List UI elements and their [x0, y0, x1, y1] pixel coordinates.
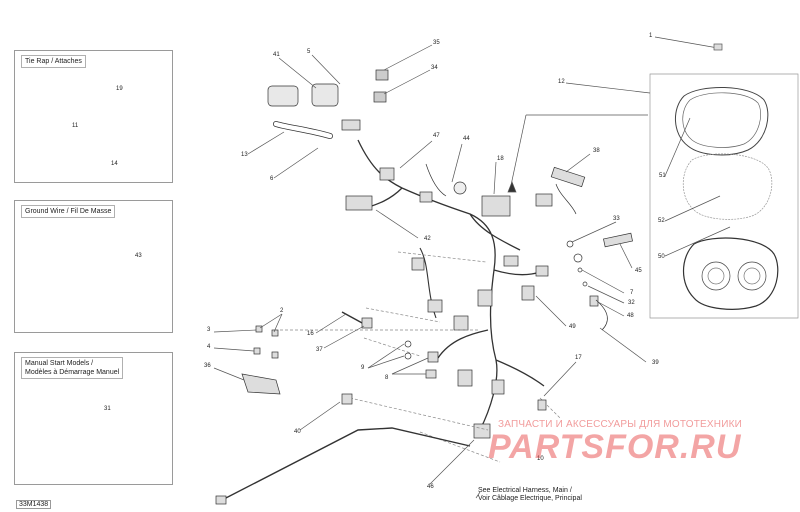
callout: 12 — [558, 79, 565, 85]
inset-title: Ground Wire / Fil De Masse — [21, 205, 116, 218]
inset-tie-rap: Tie Rap / Attaches — [14, 50, 173, 183]
inset-title-line1: Manual Start Models / — [25, 360, 94, 367]
inset-title: Tie Rap / Attaches — [21, 55, 86, 68]
drawing-code: 33M1438 — [16, 500, 52, 509]
callout: 11 — [72, 123, 79, 129]
gauge-panel-frame — [649, 73, 799, 319]
callout: 14 — [111, 161, 118, 167]
callout: 16 — [307, 331, 314, 337]
callout: 45 — [635, 268, 642, 274]
callout: 32 — [628, 300, 635, 306]
callout: 18 — [497, 156, 504, 162]
reference-line2: Voir Câblage Electrique, Principal — [478, 495, 582, 502]
callout: 44 — [463, 136, 470, 142]
rod-40 — [221, 427, 471, 501]
callout: 33 — [613, 216, 620, 222]
callout: 50 — [658, 254, 665, 260]
inset-title: Manual Start Models / Modèles à Démarrag… — [21, 357, 124, 379]
callout: 46 — [427, 484, 434, 490]
callout: 34 — [431, 65, 438, 71]
callout: 13 — [241, 152, 248, 158]
callout: 7 — [630, 290, 634, 296]
inset-manual-start: Manual Start Models / Modèles à Démarrag… — [14, 352, 173, 485]
callout: 31 — [104, 406, 111, 412]
callout: 49 — [569, 324, 576, 330]
watermark-logo: PARTSFOR.RU — [488, 428, 742, 466]
callout: 39 — [652, 360, 659, 366]
switch-housing-left — [267, 85, 299, 107]
callout: 19 — [116, 86, 123, 92]
switch-housing-right — [311, 83, 339, 107]
callout: 42 — [424, 236, 431, 242]
callout: 2 — [280, 308, 284, 314]
callout: 8 — [385, 375, 389, 381]
callout: 3 — [207, 327, 211, 333]
callout: 38 — [593, 148, 600, 154]
callout: 40 — [294, 429, 301, 435]
callout: 10 — [537, 456, 544, 462]
callout: 4 — [207, 344, 211, 350]
callout: 6 — [270, 176, 274, 182]
callout: 51 — [659, 173, 666, 179]
inset-title-line2: Modèles à Démarrage Manuel — [25, 369, 120, 376]
callout: 1 — [649, 33, 653, 39]
gauge-cluster — [683, 237, 779, 310]
gauge-lens — [682, 153, 773, 220]
callout: 36 — [204, 363, 211, 369]
inset-ground-wire: Ground Wire / Fil De Masse — [14, 200, 173, 333]
callout: 52 — [658, 218, 665, 224]
callout: 5 — [307, 49, 311, 55]
callout: 37 — [316, 347, 323, 353]
main-harness — [357, 139, 545, 431]
connector-36 — [241, 373, 281, 395]
callout: 43 — [135, 253, 142, 259]
watermark-tagline: ЗАПЧАСТИ И АКСЕССУАРЫ ДЛЯ МОТОТЕХНИКИ — [498, 419, 743, 430]
reference-note: See Electrical Harness, Main / Voir Câbl… — [478, 487, 582, 503]
callout: 17 — [575, 355, 582, 361]
callout: 47 — [433, 133, 440, 139]
callout: 35 — [433, 40, 440, 46]
callout: 41 — [273, 52, 280, 58]
gauge-bezel — [675, 87, 769, 156]
callout: 48 — [627, 313, 634, 319]
callout: 9 — [361, 365, 365, 371]
reference-line1: See Electrical Harness, Main / — [478, 487, 572, 494]
